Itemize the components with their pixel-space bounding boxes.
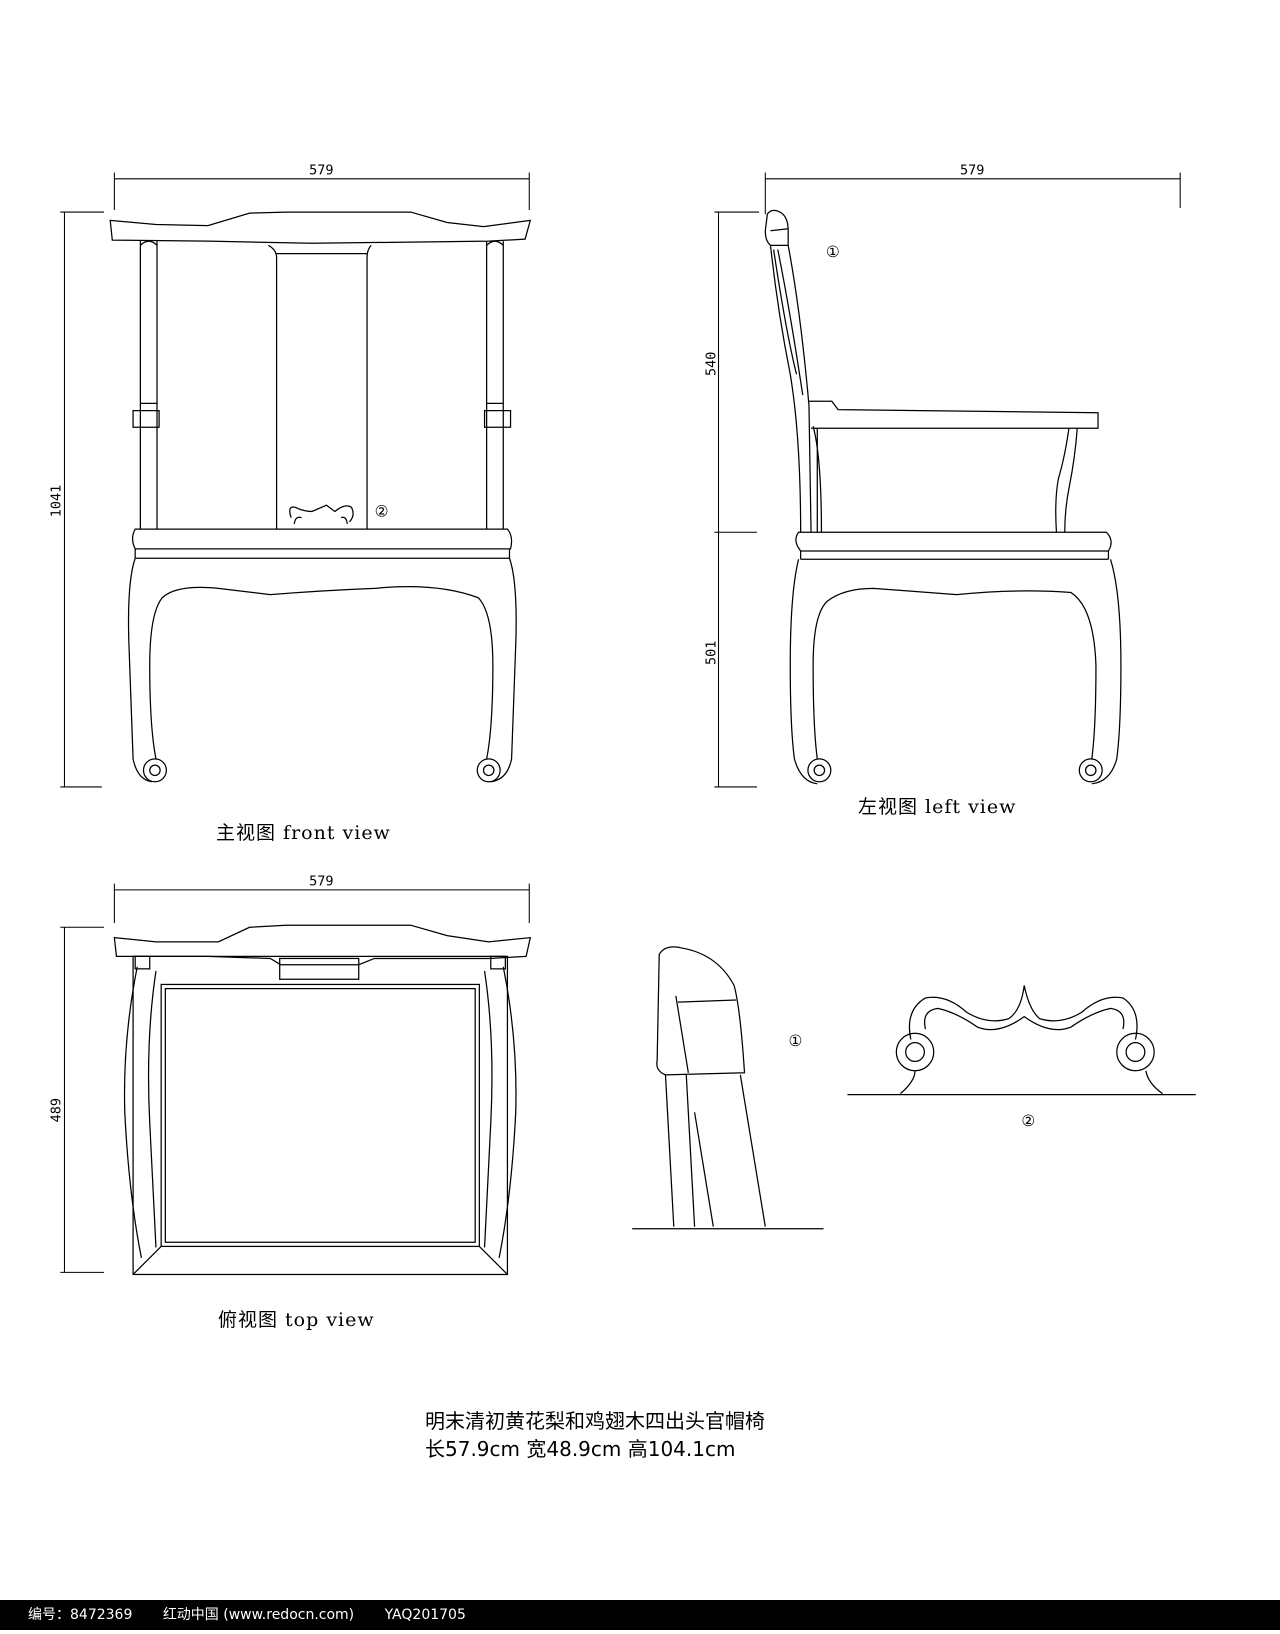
front-callout-2: ②	[375, 503, 389, 521]
detail-1-callout: ①	[788, 1032, 802, 1050]
drawing-title-block: 明末清初黄花梨和鸡翅木四出头官帽椅 长57.9cm 宽48.9cm 高104.1…	[425, 1407, 765, 1463]
front-view-caption: 主视图 front view	[216, 822, 391, 844]
front-width-dimension: 579	[113, 163, 530, 210]
watermark-footer: 编号：8472369 红动中国 (www.redocn.com) YAQ2017…	[0, 1600, 1280, 1630]
left-lower-height-label: 501	[703, 641, 719, 665]
footer-code: YAQ201705	[384, 1607, 466, 1623]
front-height-dimension: 1041	[48, 211, 104, 788]
footer-id: 编号：8472369	[28, 1607, 133, 1623]
front-height-label: 1041	[48, 485, 64, 518]
left-upper-height-label: 540	[703, 352, 719, 376]
detail-1-drawing: ①	[632, 946, 824, 1230]
top-view-drawing: 579 489	[48, 874, 532, 1276]
detail-2-callout: ②	[1021, 1112, 1035, 1130]
left-height-dimension: 540 501	[703, 211, 760, 788]
footer-site: 红动中国 (www.redocn.com)	[162, 1607, 355, 1623]
front-view-drawing: 579 1041 ②	[48, 163, 532, 788]
left-width-label: 579	[960, 163, 984, 179]
left-view-drawing: 579 540 501 ①	[703, 163, 1181, 788]
front-width-label: 579	[309, 163, 333, 179]
chair-name: 明末清初黄花梨和鸡翅木四出头官帽椅	[425, 1409, 765, 1433]
left-callout-1: ①	[826, 243, 840, 261]
top-width-dimension: 579	[113, 874, 530, 924]
left-width-dimension: 579	[764, 163, 1181, 215]
detail-2-drawing: ②	[847, 985, 1196, 1130]
chair-dimensions: 长57.9cm 宽48.9cm 高104.1cm	[425, 1437, 736, 1461]
top-depth-label: 489	[48, 1098, 64, 1122]
top-width-label: 579	[309, 874, 333, 890]
top-view-caption: 俯视图 top view	[218, 1309, 375, 1331]
left-view-caption: 左视图 left view	[858, 796, 1017, 818]
top-depth-dimension: 489	[48, 926, 104, 1273]
